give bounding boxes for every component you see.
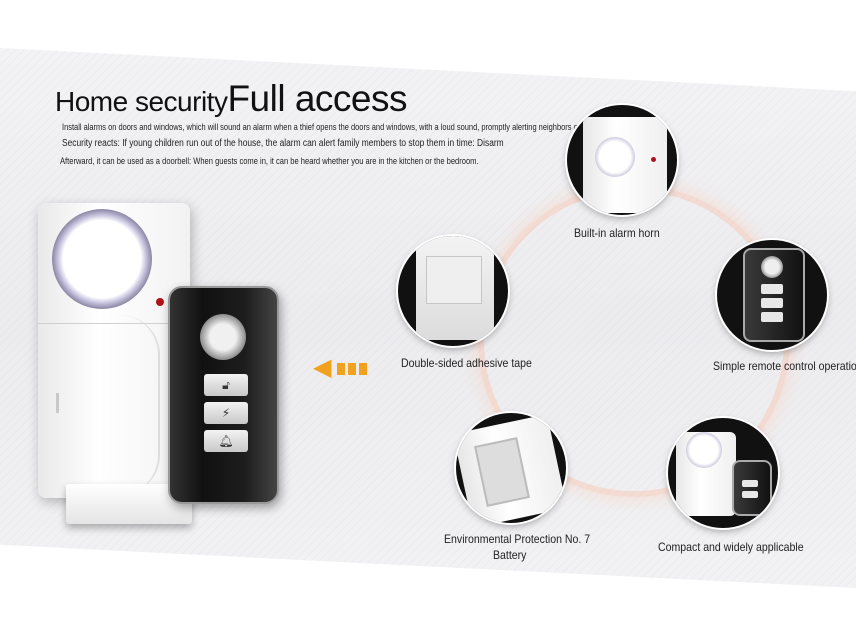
remote-fob-image: 🔓︎ ⚡︎ 🔔︎: [168, 286, 279, 504]
bolt-icon: ⚡︎: [204, 402, 248, 424]
arrow-left-icon: ◀: [313, 354, 332, 381]
label-battery-line-2: Battery: [493, 548, 527, 562]
label-built-in-horn: Built-in alarm horn: [574, 226, 660, 240]
remote-feature-image: [717, 240, 827, 350]
label-compact: Compact and widely applicable: [658, 540, 804, 554]
status-led: [156, 298, 164, 306]
description-line-1: Install alarms on doors and windows, whi…: [62, 122, 581, 132]
page-title: Home securityFull access: [55, 78, 407, 120]
title-full-access: Full access: [227, 78, 407, 119]
arrow-bars: [337, 362, 373, 375]
horn-feature-image: [567, 105, 677, 215]
bell-icon: 🔔︎: [204, 430, 248, 452]
alarm-horn-grille: [52, 209, 152, 309]
unlock-icon: 🔓︎: [204, 374, 248, 396]
description-line-3: Afterward, it can be used as a doorbell:…: [60, 156, 479, 166]
sensor-curve: [98, 315, 160, 495]
alarm-sensor-image: [38, 203, 190, 498]
title-home-security: Home security: [55, 86, 228, 117]
battery-feature-image: [456, 413, 566, 523]
label-remote-operation: Simple remote control operation: [713, 359, 856, 373]
battery-cover-notch: [56, 393, 59, 413]
compact-feature-image: [668, 418, 778, 528]
label-adhesive-tape: Double-sided adhesive tape: [401, 356, 532, 370]
description-line-2: Security reacts: If young children run o…: [62, 138, 504, 149]
tape-feature-image: [398, 236, 508, 346]
label-battery-line-1: Environmental Protection No. 7: [444, 532, 591, 546]
lock-icon: [200, 314, 246, 360]
